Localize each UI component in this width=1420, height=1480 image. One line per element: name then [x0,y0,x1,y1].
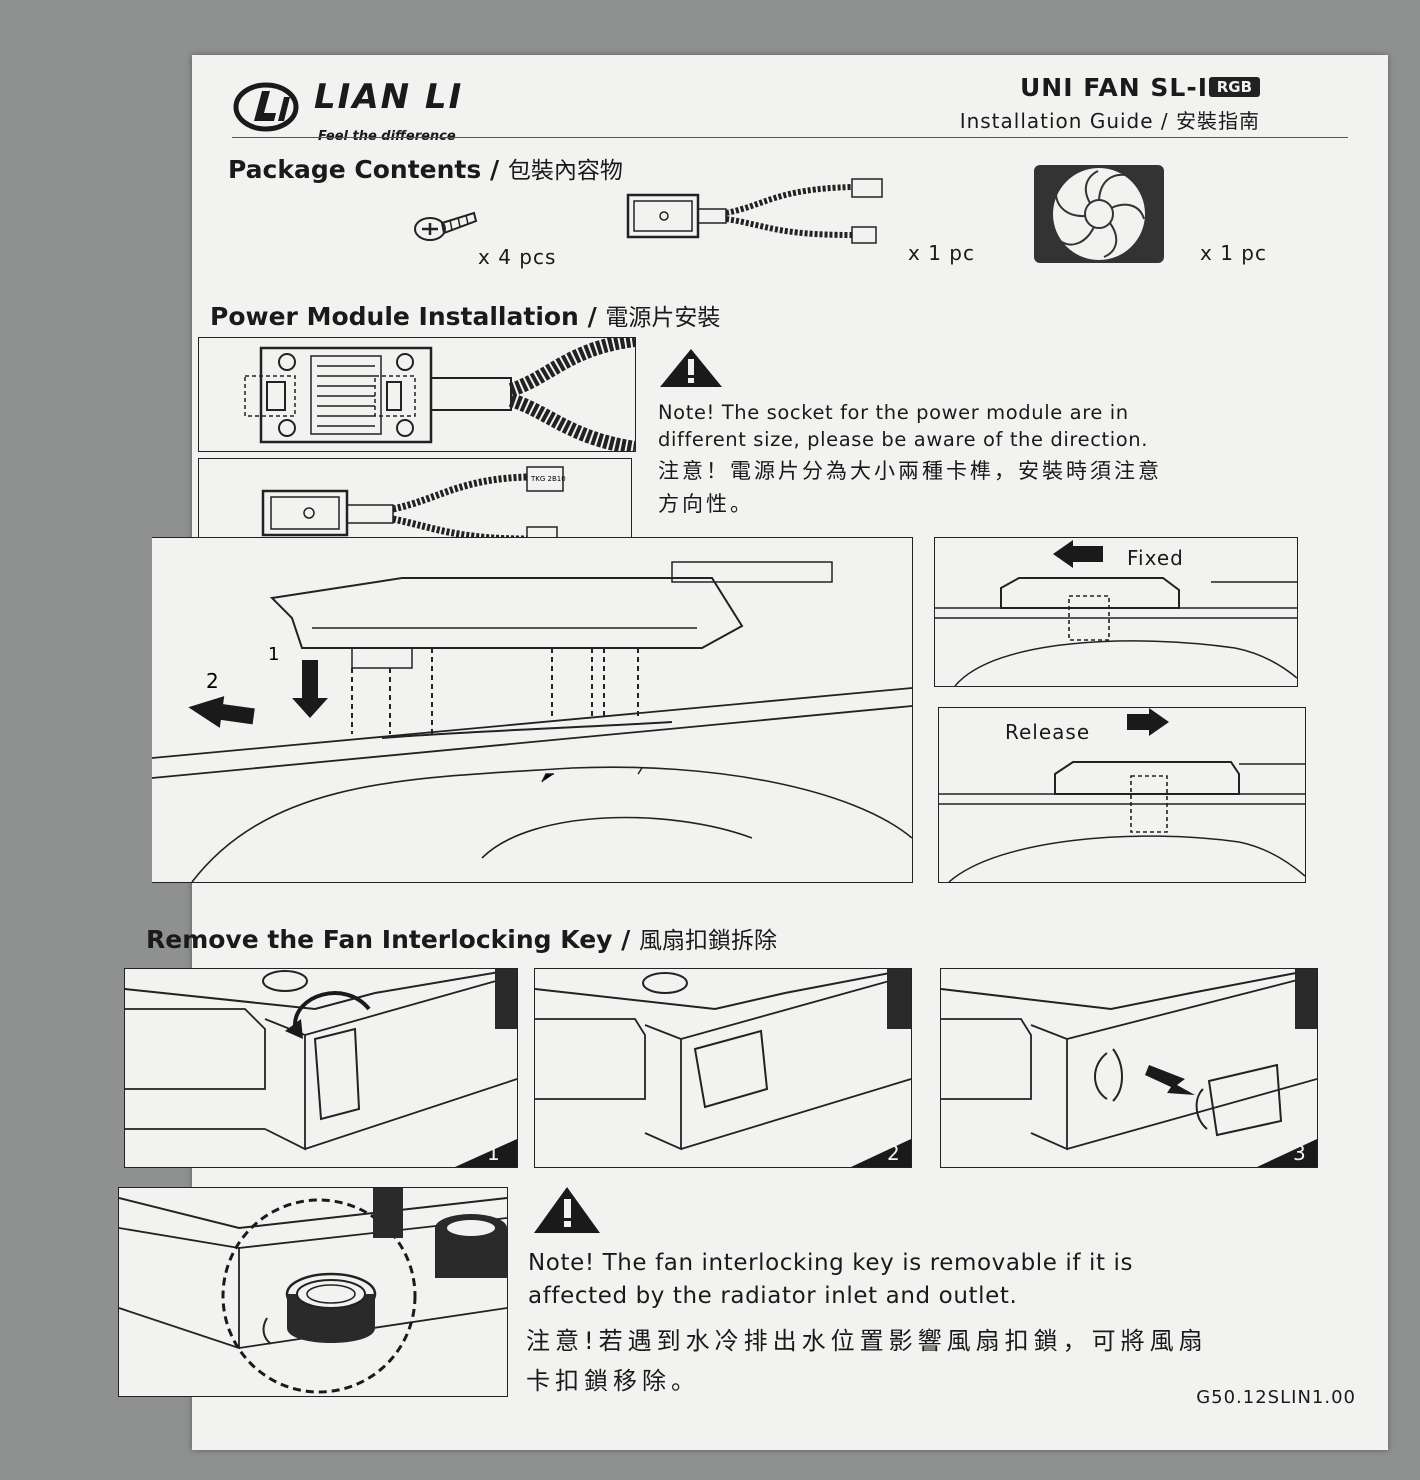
interlock-step-3-panel: 3 [940,968,1318,1168]
cable-qty: x 1 pc [908,241,975,265]
document-code: G50.12SLIN1.00 [1196,1387,1356,1408]
brand-logo: LIAN LI Feel the difference [232,77,532,157]
screw-qty: x 4 pcs [478,245,557,269]
cable-label: TKG 2B10 [530,475,566,483]
heading-text-cn: 包裝內容物 [507,158,623,184]
fixed-label: Fixed [1127,546,1184,570]
power-module-cable-icon [626,178,883,244]
step-label-2: 2 [206,669,219,693]
step-label-1: 1 [268,644,279,665]
heading-text: Power Module Installation / [210,302,597,331]
brand-name: LIAN LI [314,77,464,117]
note-line: Note! The fan interlocking key is remova… [528,1250,1134,1276]
heading-text: Remove the Fan Interlocking Key / [146,925,631,954]
power-module-note: Note! The socket for the power module ar… [658,399,1148,453]
fan-qty: x 1 pc [1200,241,1267,265]
interlock-heading: Remove the Fan Interlocking Key / 風扇扣鎖拆除 [146,921,777,955]
install-diagram-panel: 1 2 [152,537,913,883]
screw-icon [414,211,478,241]
heading-text-cn: 風扇扣鎖拆除 [639,928,778,954]
warning-icon [660,349,722,387]
rgb-badge: RGB [1208,77,1260,97]
interlock-step-1-panel: 1 [124,968,518,1168]
note-line-cn: 注意！電源片分為大小兩種卡榫，安裝時須注意 [658,459,1162,483]
power-module-note-cn: 注意！電源片分為大小兩種卡榫，安裝時須注意 方向性。 [658,455,1162,521]
note-line: Note! The socket for the power module ar… [658,401,1129,424]
step-number-3: 3 [1293,1141,1307,1165]
heading-text: Package Contents / [228,155,500,184]
socket-detail-panel [198,337,636,452]
release-detail-panel: Release [938,707,1306,883]
radiator-detail-panel [118,1187,508,1397]
note-line-cn: 方向性。 [658,492,754,516]
step-number-2: 2 [887,1141,901,1165]
brand-tagline: Feel the difference [318,129,456,144]
power-module-heading: Power Module Installation / 電源片安裝 [210,298,720,332]
note-line: different size, please be aware of the d… [658,428,1149,451]
note-line: affected by the radiator inlet and outle… [528,1283,1018,1309]
heading-text-cn: 電源片安裝 [605,305,721,331]
interlock-note: Note! The fan interlocking key is remova… [528,1247,1133,1313]
note-line-cn: 注意!若遇到水冷排出水位置影響風扇扣鎖，可將風扇 [526,1327,1208,1355]
note-line-cn: 卡扣鎖移除。 [526,1367,700,1395]
package-contents-heading: Package Contents / 包裝內容物 [228,151,623,185]
warning-icon [534,1187,600,1233]
interlock-step-2-panel: 2 [534,968,912,1168]
guide-subtitle: Installation Guide / 安裝指南 [959,109,1260,133]
fan-icon [1034,165,1164,263]
step-number-1: 1 [487,1141,501,1165]
lian-li-logo-icon [233,82,299,132]
interlock-note-cn: 注意!若遇到水冷排出水位置影響風扇扣鎖，可將風扇 卡扣鎖移除。 [526,1321,1208,1401]
fixed-detail-panel: Fixed [934,537,1298,687]
instruction-sheet: LIAN LI Feel the difference UNI FAN SL-I… [118,55,1388,1450]
header-divider [232,137,1348,138]
release-label: Release [1005,720,1091,744]
